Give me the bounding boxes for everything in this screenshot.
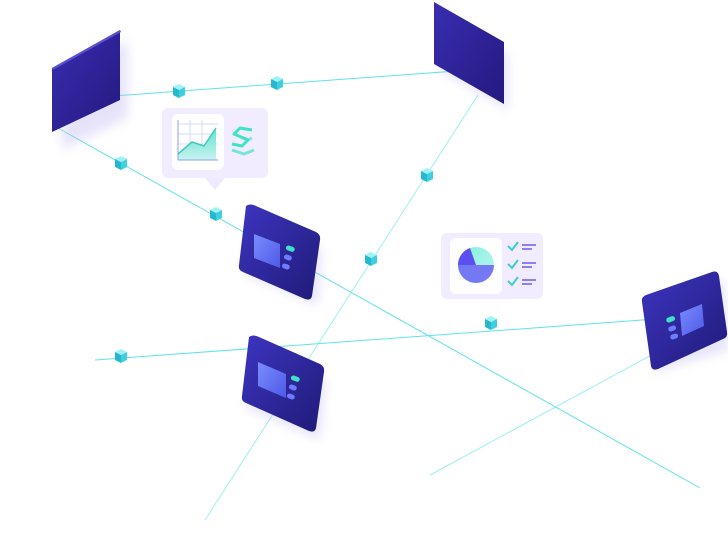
checklist-icon	[507, 241, 536, 287]
device-lower	[241, 335, 326, 440]
top-right-panel	[434, 2, 508, 110]
cube-node	[115, 349, 127, 363]
cube-node	[210, 207, 222, 221]
cube-node	[421, 168, 433, 182]
dashboard-window-icon	[680, 304, 704, 336]
cube-node	[271, 76, 283, 90]
cube-node	[485, 316, 497, 330]
connection-lines	[57, 69, 701, 521]
dashboard-window-icon	[254, 234, 280, 268]
cube-node	[173, 84, 185, 98]
pie-checklist-card	[441, 233, 543, 299]
cube-node	[365, 252, 377, 266]
device-right	[641, 271, 728, 372]
dashboard-window-icon	[258, 362, 286, 398]
cube-node	[115, 156, 127, 170]
chart-card	[162, 108, 268, 190]
top-left-panel	[52, 30, 128, 150]
cube-nodes	[115, 76, 497, 363]
pie-chart-icon	[457, 247, 494, 283]
area-chart-icon	[172, 114, 224, 170]
device-center	[238, 204, 322, 305]
stacked-s-logo-icon	[231, 126, 255, 156]
